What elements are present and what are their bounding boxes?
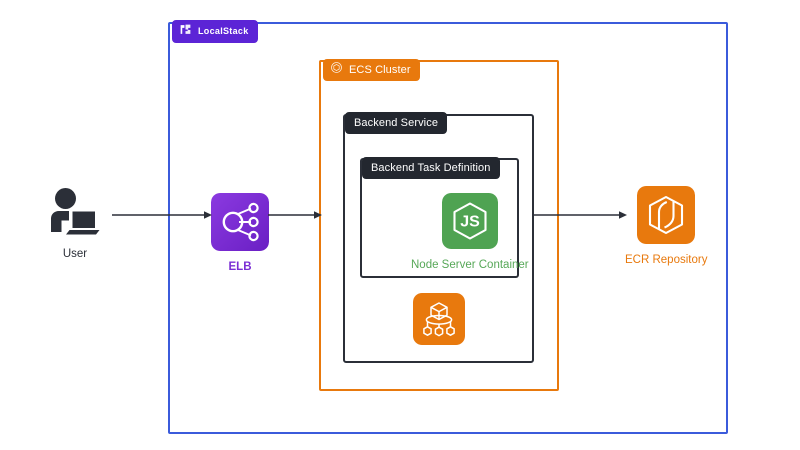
- node-elb: ELB: [211, 193, 269, 274]
- elastic-load-balancer-icon: [211, 193, 269, 251]
- backend-task-definition-badge-label: Backend Task Definition: [371, 161, 491, 174]
- node-elb-label: ELB: [228, 261, 252, 273]
- ecs-cluster-container: [319, 60, 559, 391]
- localstack-logo-icon: [179, 23, 192, 41]
- arrow-user-to-elb: [112, 211, 212, 219]
- node-ecr-repository: ECR Repository: [625, 186, 707, 267]
- arrow-backend-service-to-ecr: [533, 211, 627, 219]
- backend-service-badge-label: Backend Service: [354, 116, 439, 129]
- backend-service-badge: Backend Service: [345, 112, 448, 134]
- ecs-cluster-badge-label: ECS Cluster: [349, 63, 411, 76]
- svg-text:JS: JS: [460, 214, 480, 231]
- node-server-container-label: Node Server Container: [411, 259, 529, 271]
- node-ecs-task: [413, 293, 465, 345]
- localstack-badge-label: LocalStack: [198, 26, 249, 36]
- node-node-server-container: JS Node Server Container: [411, 193, 529, 272]
- ecs-task-icon: [413, 293, 465, 345]
- nodejs-icon: JS: [441, 193, 498, 249]
- backend-task-definition-badge: Backend Task Definition: [362, 157, 500, 179]
- arrow-elb-to-ecs-cluster: [268, 211, 322, 219]
- ecs-cluster-icon: [330, 61, 343, 79]
- ecr-repository-icon: [637, 186, 696, 244]
- localstack-badge: LocalStack: [172, 20, 258, 43]
- user-laptop-icon: [51, 188, 100, 235]
- node-user: User: [46, 186, 104, 261]
- ecs-cluster-badge: ECS Cluster: [323, 59, 420, 81]
- node-ecr-repository-label: ECR Repository: [625, 254, 708, 266]
- localstack-container: [168, 22, 728, 434]
- node-user-label: User: [62, 248, 88, 260]
